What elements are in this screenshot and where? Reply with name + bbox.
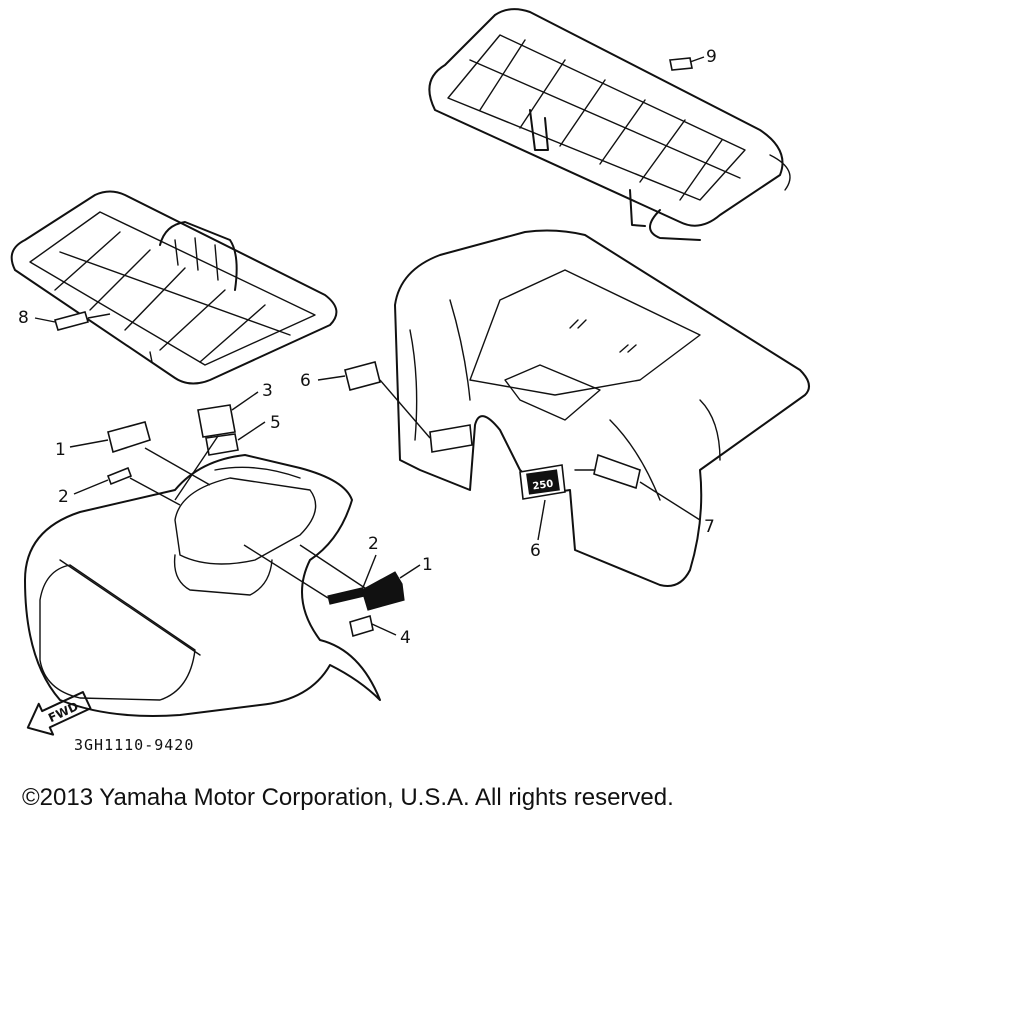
callout-3: 3 [262,381,273,401]
front-fender [24,454,381,717]
callout-6-lower: 6 [530,541,541,561]
decal-part-1-right [361,571,405,611]
callout-9: 9 [706,47,717,67]
fwd-arrow: FWD [26,691,92,736]
model-decal-text: 250 [532,479,554,493]
callout-8: 8 [18,308,29,328]
decal-part-6-upper [344,361,381,391]
callout-2-left: 2 [58,487,69,507]
rear-fender [394,229,810,587]
decal-part-5 [205,433,239,456]
leader-lines [34,56,705,636]
decal-part-9 [669,57,693,71]
callouts: 1 2 3 5 8 9 6 6 7 2 1 4 [18,47,717,648]
decal-part-2-left [106,466,133,486]
decal-part-6-model: 250 [519,464,566,500]
callout-1-left: 1 [55,440,66,460]
decal-part-2-right [327,587,365,605]
decal-part-7 [593,453,641,490]
decal-part-1-left [107,421,151,454]
callout-2-right: 2 [368,534,379,554]
decal-part-3 [197,404,236,438]
decal-part-6-fender [429,424,473,453]
decal-part-4 [349,614,374,638]
callout-1-right: 1 [422,555,433,575]
callout-6-upper: 6 [300,371,311,391]
decal-part-8 [53,311,90,331]
parts-diagram: 250 1 2 3 5 8 9 [10,8,810,754]
front-carrier-rack [10,190,338,385]
callout-7: 7 [704,517,715,537]
callout-5: 5 [270,413,281,433]
part-code: 3GH1110-9420 [74,736,194,754]
callout-4: 4 [400,628,411,648]
rear-carrier-rack [428,8,791,241]
copyright-text: ©2013 Yamaha Motor Corporation, U.S.A. A… [22,784,674,811]
